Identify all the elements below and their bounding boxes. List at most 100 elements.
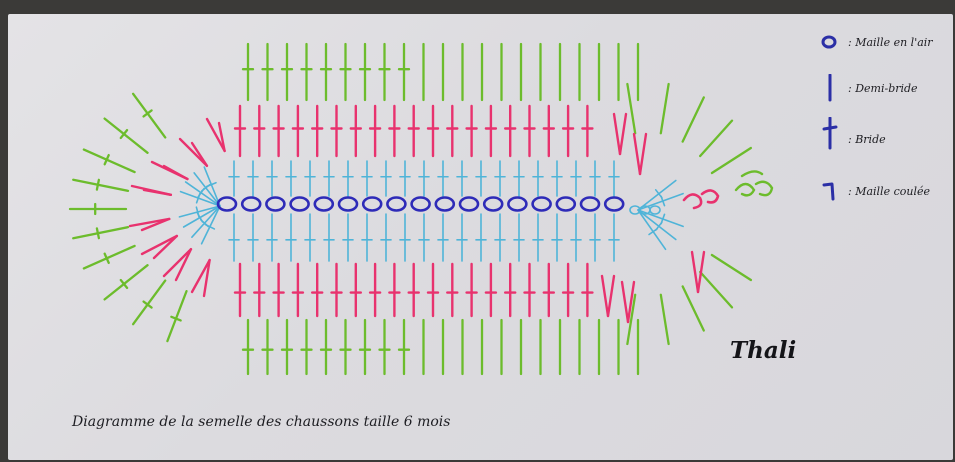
round-2-increase-stitch: [638, 132, 648, 176]
chain-stitch: [603, 196, 625, 212]
round-2-increase-stitch: [142, 188, 173, 196]
chain-stitch: [579, 196, 601, 212]
round-1-fan-stitch: [203, 166, 221, 207]
round-2-increase-stitch: [190, 258, 211, 294]
round-1-fan-stitch-bar: [205, 181, 217, 188]
round-1-fan-stitch: [637, 209, 684, 228]
round-2-increase-stitch: [178, 137, 209, 167]
round-2-increase-stitch: [612, 112, 622, 156]
round-1-fan-stitch: [184, 181, 221, 207]
chain-stitch: [216, 196, 238, 212]
chain-stitch: [434, 196, 456, 212]
round-3-stitches: [68, 42, 753, 376]
round-3-fan-stitch-bar: [95, 178, 101, 191]
round-3-fan-stitch: [131, 279, 167, 326]
round-3-fan-stitch-bar: [119, 128, 129, 140]
chain-oval-icon: [821, 35, 837, 49]
round-2-increase-stitch: [202, 258, 211, 298]
chain-stitch: [410, 196, 431, 212]
round-3-fan-stitch: [659, 293, 670, 346]
round-3-fan-stitch: [82, 148, 136, 174]
round-2-increase-stitch: [128, 217, 171, 228]
crochet-diagram: [68, 42, 774, 376]
round-3-fan-stitch: [681, 96, 705, 143]
legend-label: : Maille en l'air: [848, 36, 933, 49]
chain-stitch: [386, 196, 407, 212]
round-3-fan-stitch: [681, 285, 705, 332]
legend-label: : Bride: [848, 133, 886, 146]
round-2-increase-stitch: [217, 121, 226, 153]
slip-stitch-marks: [682, 170, 774, 210]
round-2-increase-stitch: [620, 280, 630, 324]
round-3-fan-stitch: [131, 92, 167, 139]
slip-stitch-loop: [734, 170, 774, 197]
round-1-fan-stitch-bar: [648, 227, 659, 236]
round-1-fan-stitch: [637, 209, 667, 251]
chain-stitch: [289, 196, 310, 212]
round-3-fan-stitch: [710, 146, 753, 175]
round-2-increase-stitch: [600, 274, 610, 318]
round-3-fan-stitch: [699, 119, 734, 158]
round-3-fan-stitch: [72, 226, 130, 240]
round-1-fan-stitch: [200, 205, 221, 245]
slip-stitch-loop: [682, 189, 720, 210]
round-1-fan-stitch: [637, 209, 677, 241]
chain-stitch: [361, 196, 383, 212]
author-signature: Thali: [730, 337, 797, 364]
chain-stitch: [265, 196, 286, 212]
round-3-fan-stitch: [710, 253, 753, 282]
diagram-caption: Diagramme de la semelle des chaussons ta…: [72, 414, 451, 430]
slip-stitch-hook-icon: [822, 182, 835, 201]
round-2-increase-stitch: [162, 164, 189, 181]
chain-stitch: [482, 196, 504, 212]
round-3-fan-stitch-bar: [170, 315, 182, 322]
round-2-increase-stitch: [632, 132, 642, 176]
round-2-increase-stitch: [190, 141, 209, 167]
round-1-fan-stitch: [182, 205, 221, 228]
foundation-chain: [216, 196, 625, 212]
legend-label: : Demi-bride: [848, 82, 918, 95]
round-3-fan-stitch-bar: [142, 300, 153, 309]
round-2-increase-stitch: [205, 117, 226, 153]
round-2-increase-stitch: [140, 217, 171, 232]
round-3-fan-stitch: [166, 289, 188, 343]
chain-stitch: [555, 196, 577, 212]
turning-chain-stitch: [649, 205, 661, 215]
round-1-stitches: [178, 160, 684, 262]
chain-stitch: [507, 196, 528, 212]
round-2-increase-stitch: [696, 250, 706, 294]
round-3-fan-stitch: [82, 244, 136, 270]
round-3-fan-stitch-bar: [119, 278, 129, 290]
round-3-fan-stitch-bar: [142, 109, 153, 118]
round-1-fan-stitch: [637, 179, 677, 211]
round-3-fan-stitch: [72, 178, 130, 192]
chain-stitch: [531, 196, 552, 212]
round-3-fan-stitch-bar: [103, 153, 110, 166]
double-crochet-cross-icon: [822, 117, 838, 150]
diagram-paper: : Maille en l'air : Demi-bride : Bride :…: [8, 14, 953, 460]
legend-label: : Maille coulée: [848, 185, 930, 198]
round-1-fan-stitch-bar: [204, 223, 216, 230]
round-3-fan-stitch: [659, 82, 670, 135]
chain-stitch: [458, 196, 480, 212]
round-3-fan-stitch: [626, 293, 637, 346]
round-2-increase-stitch: [140, 234, 179, 256]
half-double-stroke-icon: [828, 74, 832, 102]
chain-stitch: [240, 196, 262, 212]
round-2-stitches: [128, 104, 706, 324]
chain-stitch: [313, 196, 335, 212]
round-3-fan-stitch: [626, 82, 637, 135]
round-3-fan-stitch: [699, 270, 734, 309]
round-1-fan-stitch: [637, 192, 684, 211]
round-3-fan-stitch: [103, 117, 149, 154]
round-1-fan-stitch: [193, 172, 221, 207]
round-1-fan-stitch: [191, 205, 221, 239]
round-3-fan-stitch: [103, 264, 149, 301]
round-2-increase-stitch: [690, 250, 700, 294]
round-2-increase-stitch: [626, 280, 636, 324]
chain-stitch: [337, 196, 359, 212]
round-2-increase-stitch: [618, 112, 628, 156]
round-1-fan-stitch-bar: [654, 189, 663, 199]
round-2-increase-stitch: [162, 248, 193, 278]
round-1-fan-stitch: [178, 205, 221, 218]
